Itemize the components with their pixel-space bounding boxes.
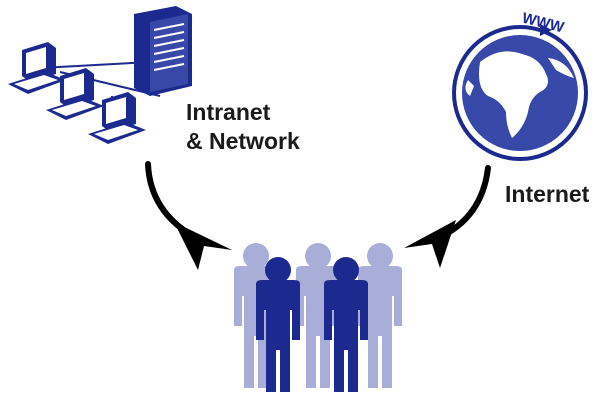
- intranet-label: Intranet: [186, 99, 271, 125]
- internet-label: Internet: [505, 181, 590, 207]
- arrow-icon: [145, 161, 232, 270]
- server-icon: [134, 6, 192, 96]
- network-label: & Network: [186, 128, 300, 154]
- person-icon: [296, 243, 340, 388]
- arrow-icon: [404, 165, 491, 268]
- globe-icon: [452, 24, 588, 161]
- computer-icon: [88, 92, 146, 144]
